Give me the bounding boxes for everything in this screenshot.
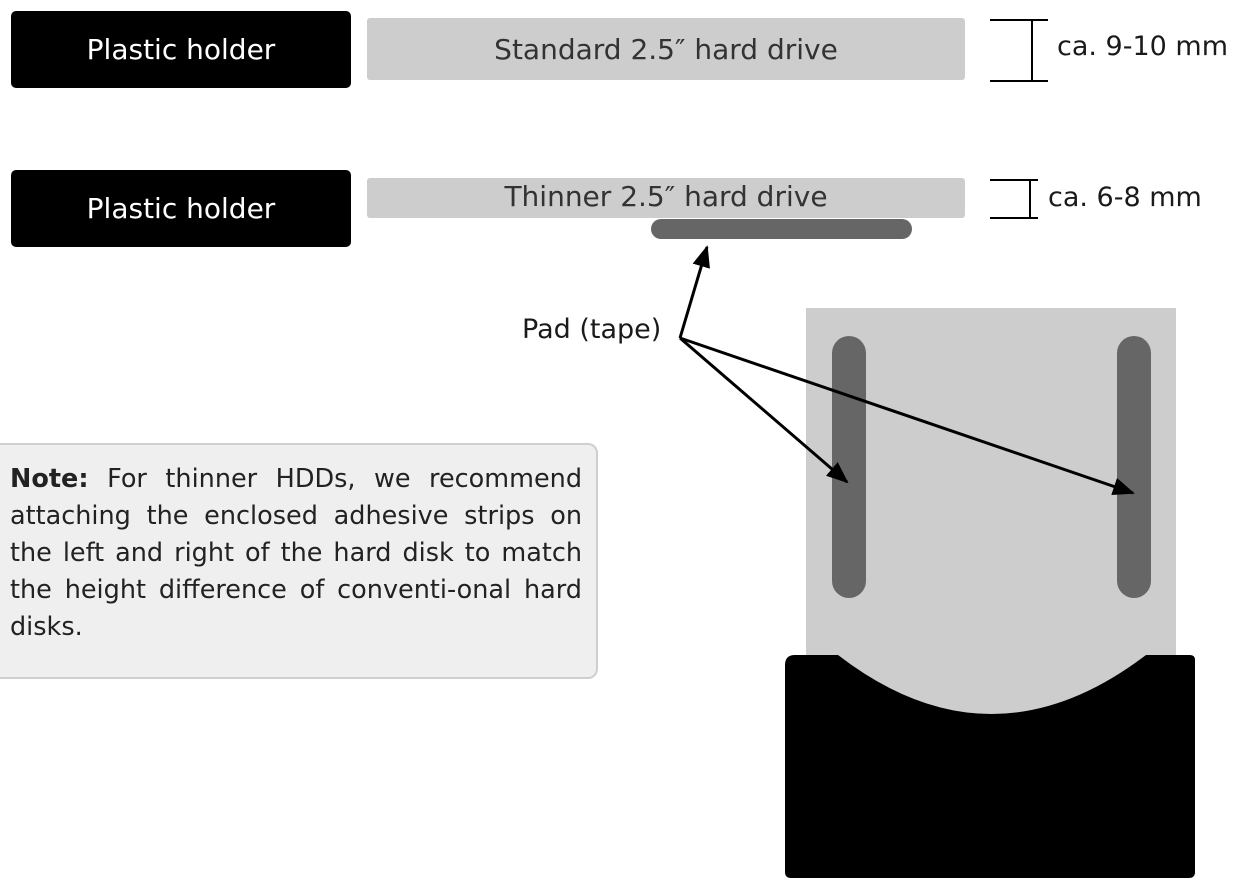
plastic-holder-label: Plastic holder xyxy=(86,33,276,66)
pad-arrows xyxy=(678,245,1135,496)
thinner-hard-drive: Thinner 2.5″ hard drive xyxy=(367,178,965,218)
bottom-pad-strip xyxy=(651,219,912,239)
right-pad-strip xyxy=(1117,336,1151,598)
thinner-dimension-label: ca. 6-8 mm xyxy=(1048,182,1202,213)
thinner-dimension-bracket xyxy=(990,179,1038,219)
standard-hard-drive: Standard 2.5″ hard drive xyxy=(367,18,965,80)
plastic-holder-thin: Plastic holder xyxy=(11,170,351,247)
plastic-holder-standard: Plastic holder xyxy=(11,11,351,88)
plastic-holder-top-view xyxy=(785,655,1195,878)
pad-tape-label: Pad (tape) xyxy=(522,314,662,345)
arrow-to-right-pad xyxy=(679,336,1135,496)
arrow-to-bottom-pad xyxy=(678,245,710,339)
note-heading: Note: xyxy=(10,464,89,494)
left-pad-strip xyxy=(832,336,866,598)
standard-hard-drive-label: Standard 2.5″ hard drive xyxy=(494,32,838,66)
note-body: For thinner HDDs, we recommend attaching… xyxy=(10,464,583,642)
thinner-hard-drive-label: Thinner 2.5″ hard drive xyxy=(504,180,828,213)
standard-dimension-label: ca. 9-10 mm xyxy=(1057,31,1229,62)
arrow-to-left-pad xyxy=(679,336,849,484)
hard-drive-top-view xyxy=(806,308,1176,728)
plastic-holder-label: Plastic holder xyxy=(86,192,276,225)
note-box: Note: For thinner HDDs, we recommend att… xyxy=(0,443,598,679)
standard-dimension-bracket xyxy=(990,19,1048,82)
